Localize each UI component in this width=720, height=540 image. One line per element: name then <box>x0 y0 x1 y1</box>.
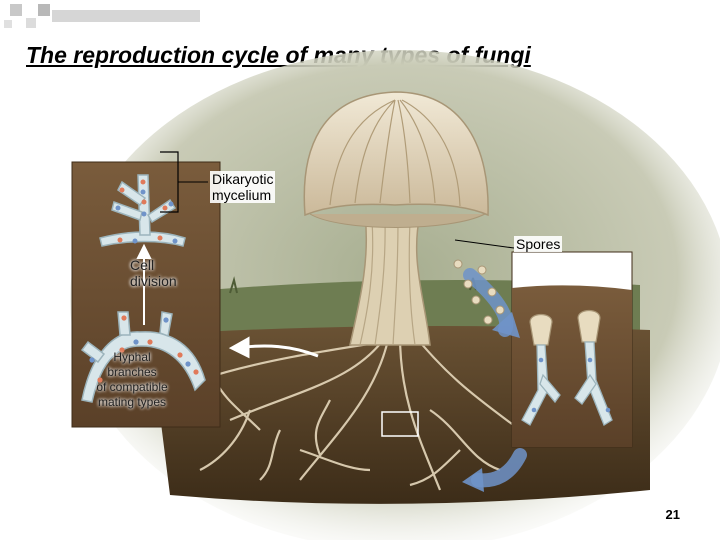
label-dikaryotic-mycelium: Dikaryotic mycelium <box>210 171 275 203</box>
label-dikaryotic-line1: Dikaryotic <box>212 171 273 187</box>
label-hyphal-branches: Hyphal branches of compatible mating typ… <box>82 350 182 410</box>
label-hyphal-line2: branches <box>82 365 182 380</box>
label-hyphal-line4: mating types <box>82 395 182 410</box>
label-cell-division: Cell division <box>130 257 177 289</box>
page-number: 21 <box>666 507 680 522</box>
label-spores: Spores <box>514 236 562 252</box>
label-hyphal-line3: of compatible <box>82 380 182 395</box>
label-hyphal-line1: Hyphal <box>82 350 182 365</box>
label-cell-division-line2: division <box>130 273 177 289</box>
label-dikaryotic-line2: mycelium <box>212 187 273 203</box>
label-cell-division-line1: Cell <box>130 257 177 273</box>
